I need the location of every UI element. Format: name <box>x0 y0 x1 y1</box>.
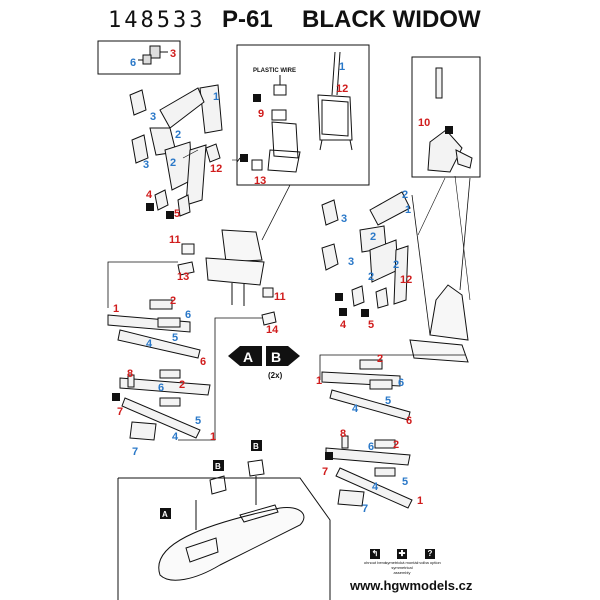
inset-box <box>236 44 370 186</box>
box-b1-label: B <box>215 462 221 471</box>
footer-url: www.hgwmodels.cz <box>350 578 473 593</box>
leader-lines <box>182 149 471 301</box>
legend-bend: ↰ ohnout bend <box>356 549 394 565</box>
callout-5-b: 5 <box>385 395 391 407</box>
seat-right <box>409 177 471 363</box>
legend-option: ? volba option <box>411 549 449 565</box>
view-a-label: A <box>243 349 253 365</box>
callout-5-b-lower: 5 <box>402 476 408 488</box>
callout-1-inset: 1 <box>339 61 345 73</box>
callout-6-top: 6 <box>130 57 136 69</box>
callout-2-a: 2 <box>170 295 176 307</box>
box-a-label: A <box>162 510 168 519</box>
callout-6-b: 6 <box>398 377 404 389</box>
callout-2-right-d: 2 <box>393 259 399 271</box>
callout-14: 14 <box>266 324 279 336</box>
legend-symmetric-text: symetrická montáž symmetrical assembly <box>385 560 419 575</box>
plastic-wire-label: PLASTIC WIRE <box>253 68 296 74</box>
callout-13-inset: 13 <box>254 175 266 187</box>
callout-4-b-lower: 4 <box>372 481 379 493</box>
callout-2-left-b: 2 <box>170 157 176 169</box>
callout-9-inset: 9 <box>258 108 264 120</box>
callout-4-left: 4 <box>146 189 153 201</box>
view-arrows <box>228 346 300 366</box>
callout-5-a-lower: 5 <box>195 415 201 427</box>
callout-6-a: 6 <box>185 309 191 321</box>
callout-2-b-lower: 2 <box>393 439 399 451</box>
callout-8-a: 8 <box>127 368 133 380</box>
symmetric-icon: ✚ <box>397 549 407 559</box>
callout-13-center: 13 <box>177 271 189 283</box>
callout-6-a-red: 6 <box>200 356 206 368</box>
callout-3-top: 3 <box>170 48 176 60</box>
callout-1-b-lower: 1 <box>417 495 423 507</box>
callout-6-b-red: 6 <box>406 415 412 427</box>
belt-set-b <box>321 359 413 509</box>
fuselage-view <box>117 459 331 600</box>
legend-symmetric: ✚ symetrická montáž symmetrical assembly <box>383 549 421 575</box>
callout-7-b-blue: 7 <box>362 503 368 515</box>
belt-set-a <box>107 299 211 441</box>
callout-12-right: 12 <box>400 274 412 286</box>
callout-3-right-a: 3 <box>341 213 347 225</box>
callout-4-b: 4 <box>352 403 359 415</box>
legend-bend-text: ohnout bend <box>363 560 387 565</box>
callout-1-right: 1 <box>405 204 411 216</box>
product-code: 148533 <box>108 8 206 33</box>
legend-option-text: volba option <box>419 560 441 565</box>
bend-icon: ↰ <box>370 549 380 559</box>
callout-6-b-lower: 6 <box>368 441 374 453</box>
callout-11-b: 11 <box>274 291 286 303</box>
callout-2-b: 2 <box>377 353 383 365</box>
callout-3-left-a: 3 <box>150 111 156 123</box>
count-label: (2x) <box>268 371 283 380</box>
callout-11-a: 11 <box>169 234 181 246</box>
callout-5-a: 5 <box>172 332 178 344</box>
callout-3-left-b: 3 <box>143 159 149 171</box>
header: 148533 P-61 BLACK WIDOW <box>0 0 600 40</box>
callout-4-a: 4 <box>146 338 153 350</box>
option-icon: ? <box>425 549 435 559</box>
callout-10: 10 <box>418 117 430 129</box>
callout-8-b: 8 <box>340 428 346 440</box>
part-clip-group <box>97 40 181 75</box>
callout-4-a-lower: 4 <box>172 431 179 443</box>
callout-1-a: 1 <box>113 303 119 315</box>
aircraft-model: P-61 <box>222 6 273 33</box>
callout-7-a: 7 <box>117 406 123 418</box>
callout-2-a-lower: 2 <box>179 379 185 391</box>
callout-6-a-lower: 6 <box>158 382 164 394</box>
harness-left-upper <box>129 84 223 217</box>
callout-5-right: 5 <box>368 319 374 331</box>
callout-1-left: 1 <box>213 91 219 103</box>
callout-4-right: 4 <box>340 319 347 331</box>
callout-1-b: 1 <box>316 375 322 387</box>
seat-center <box>177 229 277 326</box>
callout-2-left-a: 2 <box>175 129 181 141</box>
view-b-label: B <box>271 349 281 365</box>
callout-1-a-lower: 1 <box>210 431 216 443</box>
callout-7-b: 7 <box>322 466 328 478</box>
harness-right-upper <box>321 56 481 309</box>
callout-2-right-c: 2 <box>368 271 374 283</box>
aircraft-name: BLACK WIDOW <box>302 6 481 33</box>
callout-12-left: 12 <box>210 163 222 175</box>
callout-7-a-blue: 7 <box>132 446 138 458</box>
callout-5-left: 5 <box>174 208 180 220</box>
box-b2-label: B <box>253 442 259 451</box>
callout-2-right-a: 2 <box>402 189 408 201</box>
callout-3-right-b: 3 <box>348 256 354 268</box>
callout-2-right-b: 2 <box>370 231 376 243</box>
callout-12-inset: 12 <box>336 83 348 95</box>
